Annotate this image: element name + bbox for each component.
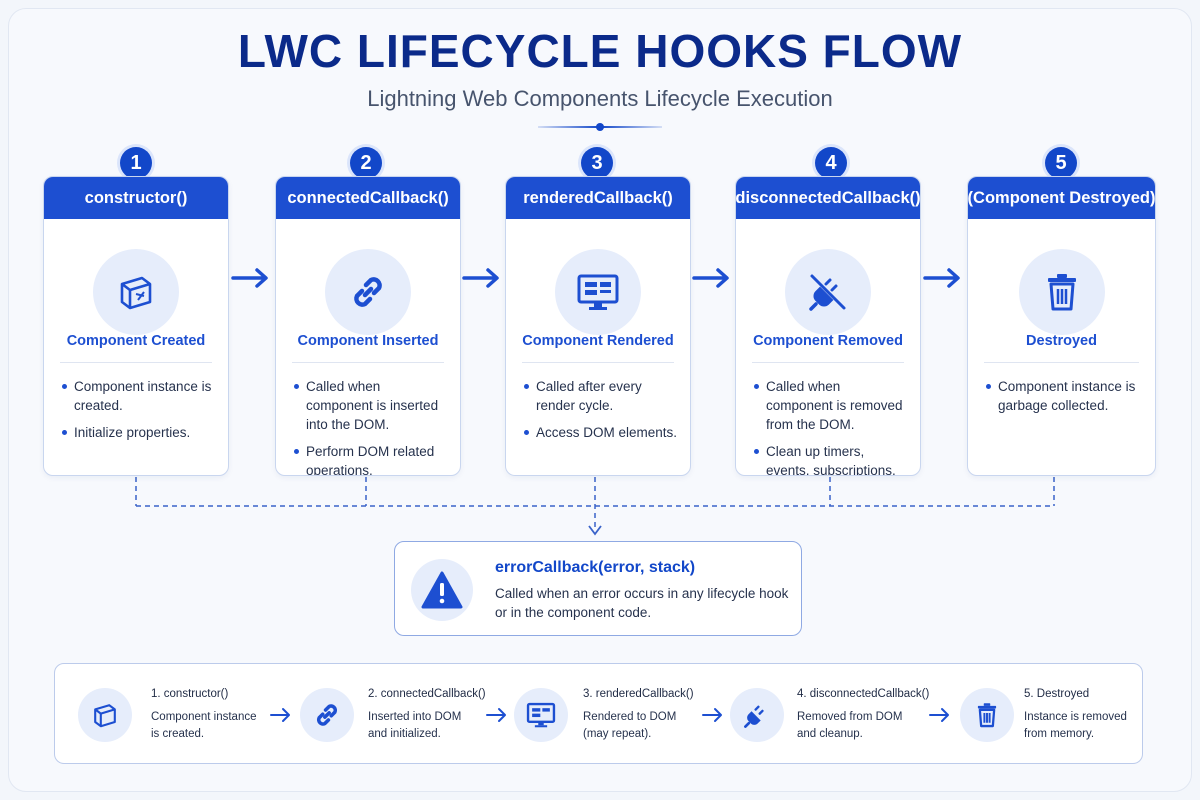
cube-icon <box>93 249 179 335</box>
summary-desc-line: from memory. <box>1024 728 1095 740</box>
summary-desc-line: Instance is removed <box>1024 711 1127 723</box>
card-bullet: Access DOM elements. <box>522 423 680 442</box>
step-badge-5: 5 <box>1045 147 1077 179</box>
step-card-destroyed: (Component Destroyed) Destroyed Componen… <box>967 176 1156 476</box>
card-bullet: Component instance is garbage collected. <box>984 377 1145 415</box>
error-callback-description: Called when an error occurs in any lifec… <box>495 586 789 620</box>
summary-step-title: 1. constructor() <box>151 688 229 700</box>
monitor-icon <box>555 249 641 335</box>
summary-step-desc: Rendered to DOM (may repeat). <box>583 709 713 743</box>
summary-step-title: 4. disconnectedCallback() <box>797 688 930 700</box>
card-separator <box>292 362 444 363</box>
step-card-connected: connectedCallback() Component Inserted C… <box>275 176 461 476</box>
summary-step-desc: Instance is removed from memory. <box>1024 709 1154 743</box>
step-card-disconnected: disconnectedCallback() Component Removed… <box>735 176 921 476</box>
arrow-right-icon <box>270 708 290 722</box>
card-separator <box>752 362 904 363</box>
card-bullets: Component instance is created. Initializ… <box>60 377 218 450</box>
summary-step-title: 2. connectedCallback() <box>368 688 486 700</box>
card-bullets: Called when component is inserted into t… <box>292 377 450 475</box>
card-subtitle: Component Created <box>66 333 206 349</box>
diagram-title: LWC LIFECYCLE HOOKS FLOW <box>237 25 963 77</box>
step-badge-4: 4 <box>815 147 847 179</box>
arrow-right-icon <box>923 268 960 288</box>
arrow-right-icon <box>231 268 268 288</box>
card-hook-name: (Component Destroyed) <box>968 177 1155 219</box>
step-card-rendered: renderedCallback() Component Rendered Ca… <box>505 176 691 476</box>
card-bullet: Called when component is removed from th… <box>752 377 910 434</box>
link-icon <box>300 688 354 742</box>
card-hook-name: connectedCallback() <box>276 177 460 219</box>
card-bullets: Called after every render cycle. Access … <box>522 377 680 450</box>
step-badge-3: 3 <box>581 147 613 179</box>
card-separator <box>522 362 674 363</box>
step-badge-1: 1 <box>120 147 152 179</box>
monitor-icon <box>514 688 568 742</box>
summary-desc-line: is created. <box>151 728 205 740</box>
summary-desc-line: (may repeat). <box>583 728 652 740</box>
summary-step-title: 3. renderedCallback() <box>583 688 694 700</box>
arrow-right-icon <box>692 268 729 288</box>
summary-desc-line: Component instance <box>151 711 257 723</box>
summary-step-desc: Removed from DOM and cleanup. <box>797 709 927 743</box>
card-subtitle: Component Rendered <box>522 333 674 349</box>
card-subtitle: Component Removed <box>753 333 903 349</box>
warning-icon <box>411 559 473 621</box>
arrow-right-icon <box>462 268 499 288</box>
summary-desc-line: Rendered to DOM <box>583 711 677 723</box>
cube-icon <box>78 688 132 742</box>
summary-desc-line: and cleanup. <box>797 728 863 740</box>
card-bullet: Component instance is created. <box>60 377 218 415</box>
card-hook-name: disconnectedCallback() <box>736 177 920 219</box>
summary-step-title: 5. Destroyed <box>1024 688 1090 700</box>
error-callback-box: errorCallback(error, stack) Called when … <box>394 541 802 636</box>
card-bullet: Called after every render cycle. <box>522 377 680 415</box>
title-divider-dot <box>596 123 604 131</box>
step-card-constructor: constructor() Component Created Componen… <box>43 176 229 476</box>
trash-icon <box>1018 249 1105 335</box>
summary-desc-line: Removed from DOM <box>797 711 903 723</box>
trash-icon <box>960 688 1014 742</box>
summary-step-desc: Component instance is created. <box>151 709 281 743</box>
summary-step-desc: Inserted into DOM and initialized. <box>368 709 498 743</box>
arrow-right-icon <box>929 708 949 722</box>
card-bullets: Component instance is garbage collected. <box>984 377 1145 423</box>
card-hook-name: renderedCallback() <box>506 177 690 219</box>
card-bullet: Perform DOM related operations. <box>292 442 450 475</box>
card-bullet: Initialize properties. <box>60 423 218 442</box>
arrow-right-icon <box>486 708 506 722</box>
link-icon <box>325 249 411 335</box>
card-bullet: Called when component is inserted into t… <box>292 377 450 434</box>
arrow-right-icon <box>702 708 722 722</box>
error-callback-title: errorCallback(error, stack) <box>495 559 696 576</box>
unplug-icon <box>785 249 871 335</box>
card-bullets: Called when component is removed from th… <box>752 377 910 475</box>
card-bullet: Clean up timers, events, subscriptions. <box>752 442 910 475</box>
card-separator <box>60 362 212 363</box>
summary-desc-line: and initialized. <box>368 728 441 740</box>
summary-desc-line: Inserted into DOM <box>368 711 462 723</box>
step-badge-2: 2 <box>350 147 382 179</box>
card-subtitle: Component Inserted <box>297 333 439 349</box>
unplug-icon <box>730 688 784 742</box>
diagram-subtitle: Lightning Web Components Lifecycle Execu… <box>367 86 833 111</box>
card-separator <box>984 362 1139 363</box>
card-subtitle: Destroyed <box>1026 333 1097 349</box>
card-hook-name: constructor() <box>44 177 228 219</box>
